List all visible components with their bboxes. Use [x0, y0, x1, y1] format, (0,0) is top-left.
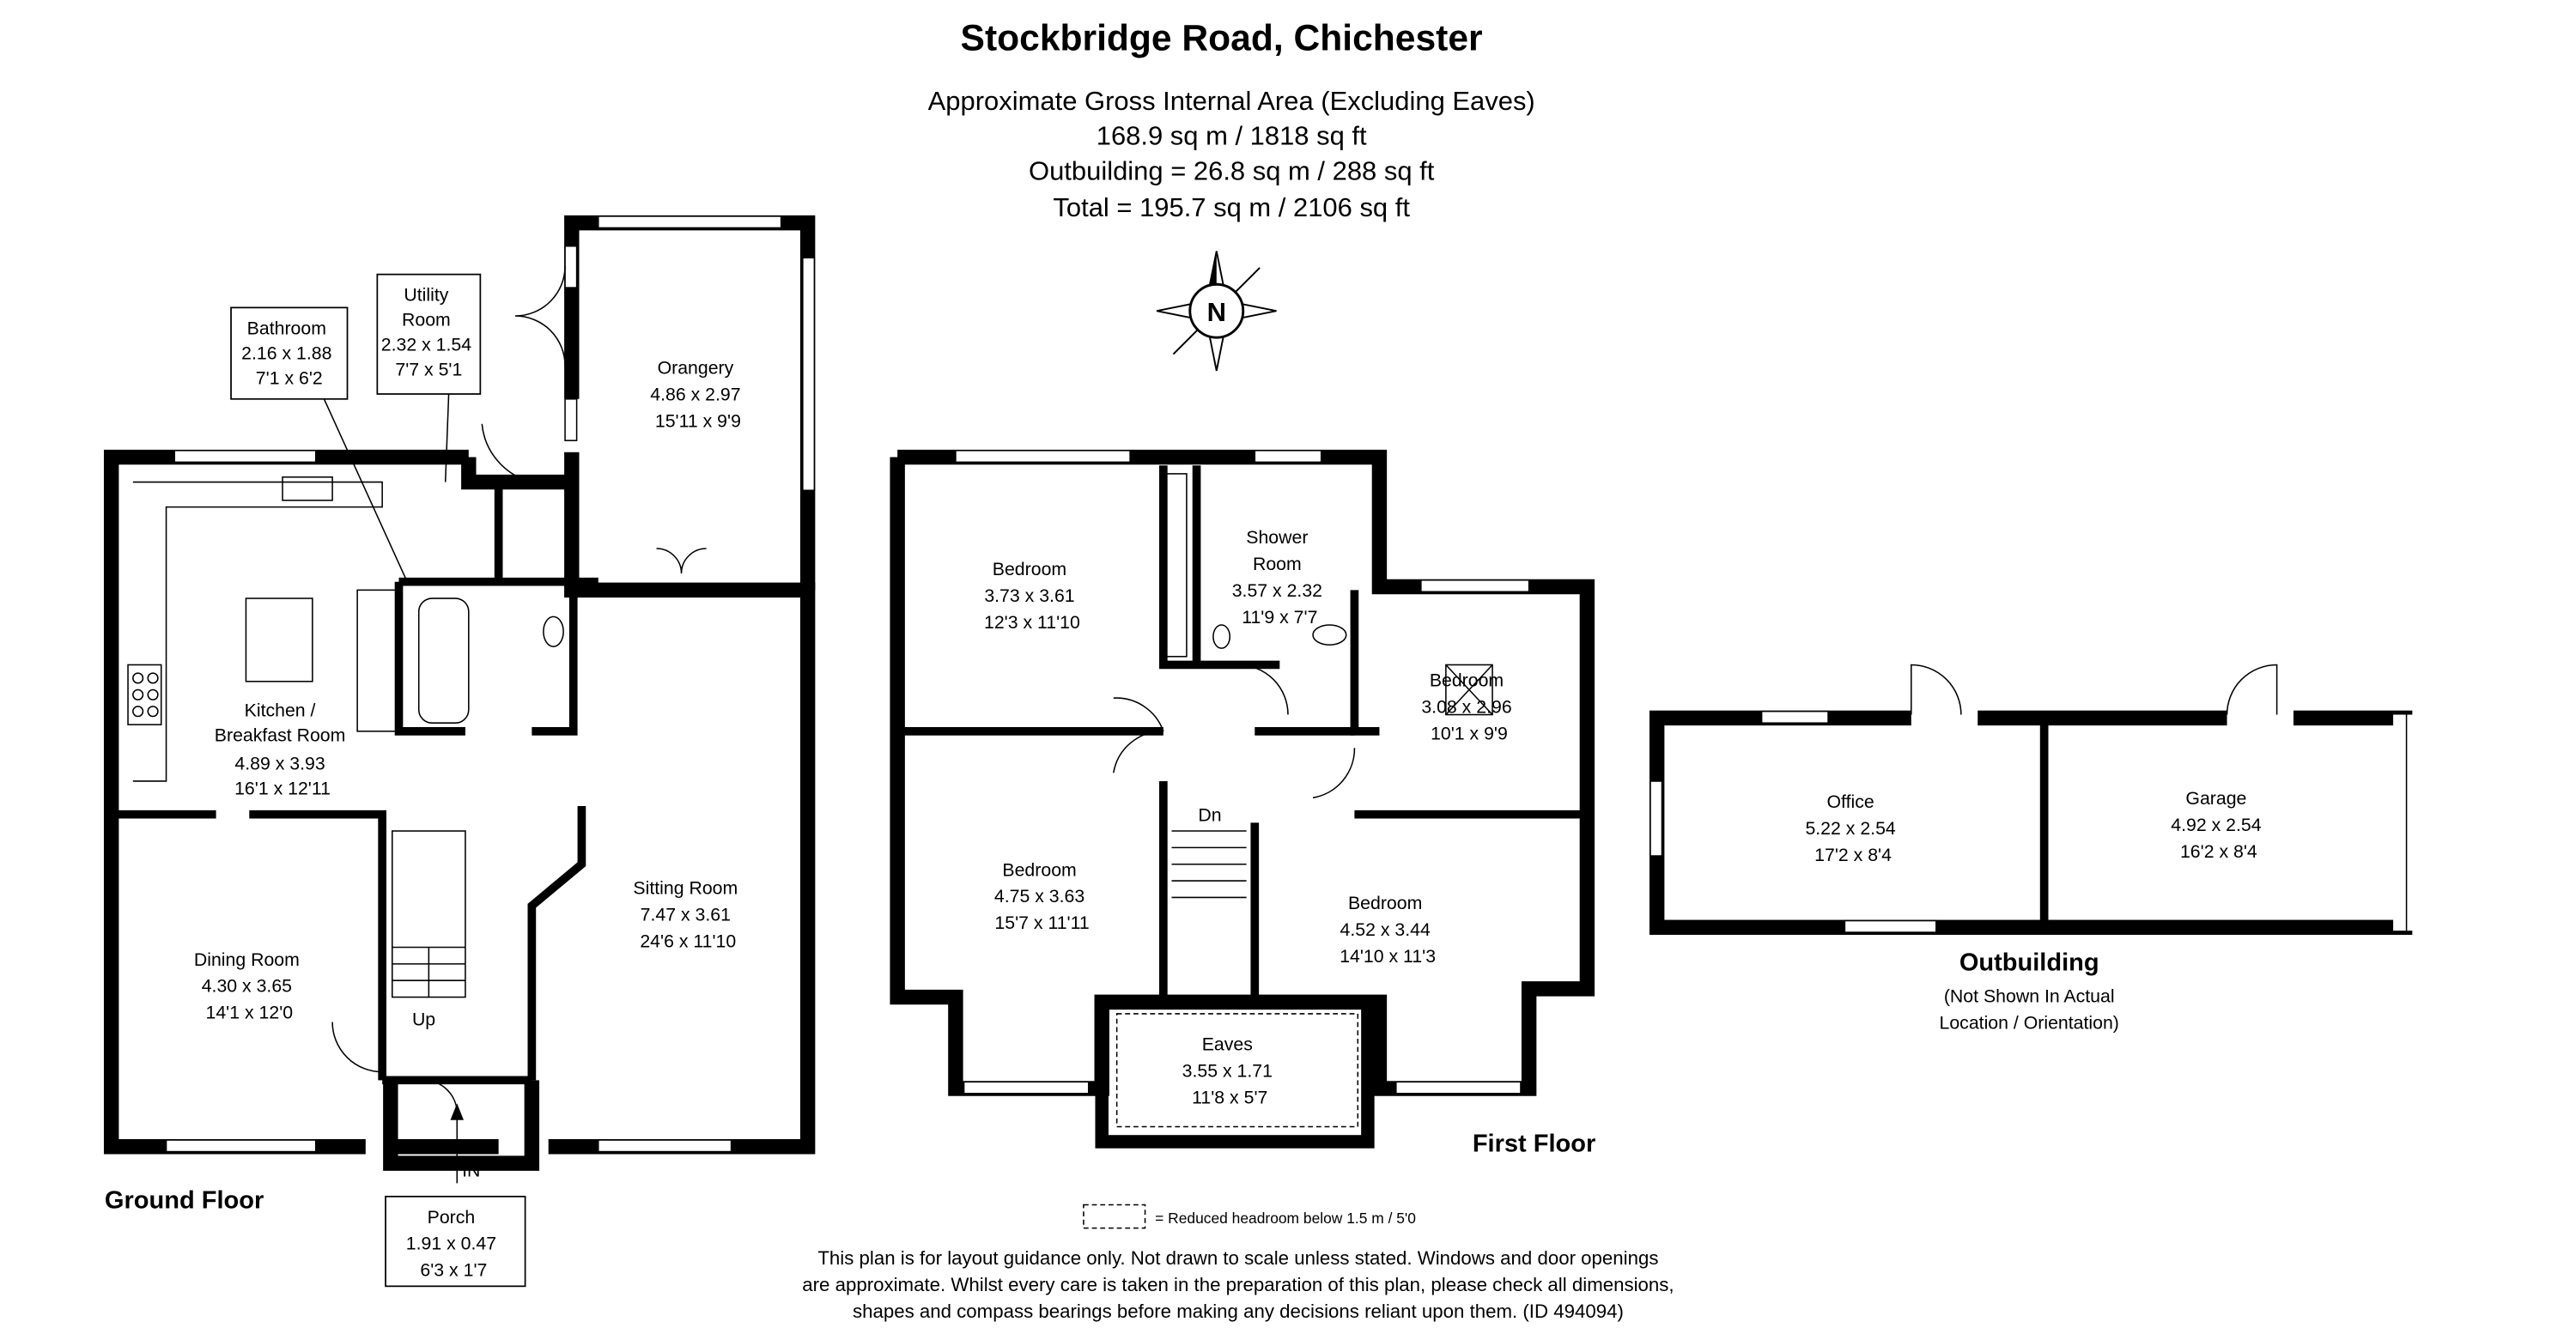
room-label-shower-room: Shower Room 3.57 x 2.32 11'9 x 7'7 [1232, 527, 1327, 628]
outbuilding-note-1: (Not Shown In Actual [1944, 985, 2115, 1006]
plan-title: Stockbridge Road, Chichester [961, 17, 1483, 58]
outbuilding-note-2: Location / Orientation) [1940, 1012, 2119, 1033]
stairs-down-label: Dn [1198, 804, 1221, 825]
outbuilding-label: Outbuilding [1959, 949, 2099, 977]
main-area: 168.9 sq m / 1818 sq ft [1097, 121, 1367, 151]
disclaimer-line-2: are approximate. Whilst every care is ta… [802, 1274, 1674, 1295]
room-label-porch: Porch 1.91 x 0.47 6'3 x 1'7 [406, 1207, 501, 1281]
room-label-bedroom-3: Bedroom 4.75 x 3.63 15'7 x 11'11 [994, 859, 1090, 933]
room-label-bedroom-1: Bedroom 3.73 x 3.61 12'3 x 11'10 [984, 559, 1080, 633]
room-label-garage: Garage 4.92 x 2.54 16'2 x 8'4 [2171, 788, 2266, 862]
room-label-dining-room: Dining Room 4.30 x 3.65 14'1 x 12'0 [194, 949, 305, 1023]
ground-floor-plan: Up IN Bathroom 2.16 x 1.88 7'1 x 6'2 Uti… [103, 215, 816, 1288]
legend: = Reduced headroom below 1.5 m / 5'0 [1083, 1204, 1416, 1229]
outbuilding-area: Outbuilding = 26.8 sq m / 288 sq ft [1029, 155, 1435, 185]
compass-icon: N [1156, 251, 1277, 372]
toilet-icon [543, 615, 564, 647]
room-label-bedroom-2: Bedroom 3.08 x 2.96 10'1 x 9'9 [1421, 670, 1516, 744]
reduced-headroom-swatch [1083, 1204, 1146, 1229]
room-label-eaves: Eaves 3.55 x 1.71 11'8 x 5'7 [1182, 1034, 1278, 1108]
legend-text: = Reduced headroom below 1.5 m / 5'0 [1155, 1210, 1416, 1227]
entrance-label: IN [462, 1161, 480, 1181]
disclaimer-line-1: This plan is for layout guidance only. N… [817, 1247, 1658, 1269]
room-label-bedroom-4: Bedroom 4.52 x 3.44 14'10 x 11'3 [1340, 893, 1436, 967]
first-floor-label: First Floor [1473, 1131, 1595, 1158]
ground-floor-label: Ground Floor [105, 1186, 264, 1214]
disclaimer-line-3: shapes and compass bearings before makin… [853, 1301, 1624, 1322]
outbuilding-plan: Office 5.22 x 2.54 17'2 x 8'4 Garage 4.9… [1649, 664, 2417, 1033]
disclaimer: This plan is for layout guidance only. N… [802, 1247, 1674, 1322]
room-label-utility: Utility Room 2.32 x 1.54 7'7 x 5'1 [381, 285, 477, 380]
room-label-bathroom: Bathroom 2.16 x 1.88 7'1 x 6'2 [241, 318, 337, 388]
room-label-office: Office 5.22 x 2.54 17'2 x 8'4 [1805, 791, 1900, 865]
total-area: Total = 195.7 sq m / 2106 sq ft [1053, 192, 1410, 222]
room-label-sitting-room: Sitting Room 7.47 x 3.61 24'6 x 11'10 [633, 878, 743, 952]
room-label-orangery: Orangery 4.86 x 2.97 15'11 x 9'9 [650, 358, 745, 432]
compass-north-label: N [1207, 297, 1226, 327]
hob-icon [127, 664, 162, 725]
stairs: Up [392, 830, 466, 1029]
first-floor-plan: Dn Bedroom 3.73 x 3.61 12'3 x 11'10 Show… [890, 449, 1595, 1158]
stairs: Dn [1171, 804, 1247, 899]
bath-icon [417, 597, 470, 724]
header: Stockbridge Road, Chichester Approximate… [928, 17, 1535, 222]
room-label-kitchen: Kitchen / Breakfast Room 4.89 x 3.93 16'… [215, 700, 351, 798]
area-heading: Approximate Gross Internal Area (Excludi… [928, 86, 1535, 116]
stairs-up-label: Up [412, 1009, 435, 1029]
